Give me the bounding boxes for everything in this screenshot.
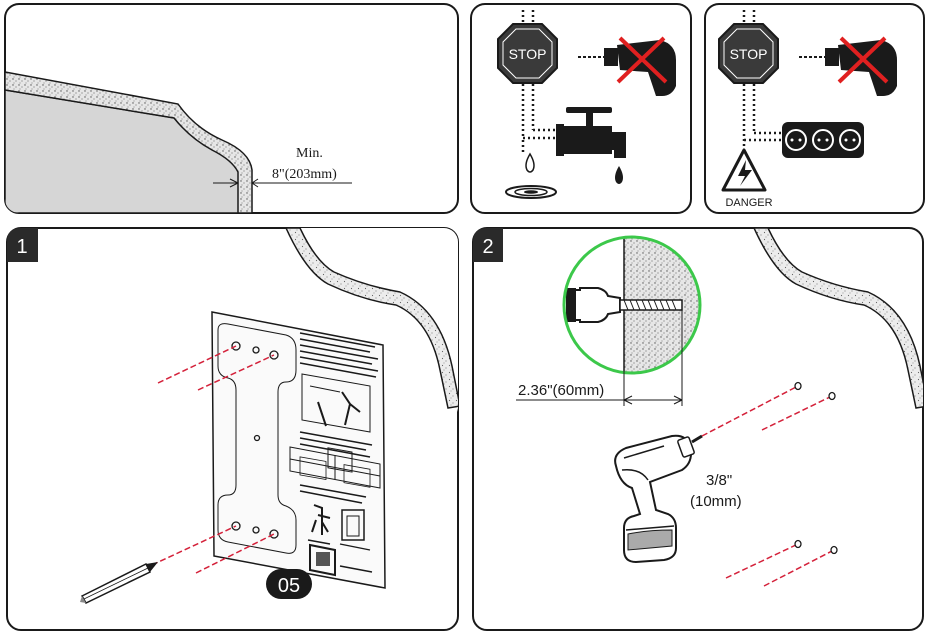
faucet-icon: [556, 107, 626, 158]
mounting-template: [211, 311, 386, 589]
dimension-arrow: [213, 178, 239, 188]
electrical-warning-panel: STOP DANGER: [704, 3, 925, 214]
drilling-guide-lines: [701, 385, 835, 587]
high-voltage-icon: [721, 148, 767, 192]
distance-label: 8"(203mm): [272, 167, 337, 182]
drill-prohibited-icon: [578, 36, 676, 96]
template-code: 05: [278, 575, 300, 597]
bit-size-label: 3/8": [706, 472, 732, 489]
drill-prohibited-icon-2: [799, 36, 897, 96]
hole-markers: [794, 381, 838, 555]
clearance-panel: Min. 8"(203mm): [4, 3, 459, 214]
step-2-number: 2: [482, 236, 493, 258]
mirror-frame-edge: [5, 71, 253, 213]
depth-magnifier: [562, 235, 702, 375]
min-label: Min.: [296, 146, 323, 161]
power-outlet-icon: [782, 122, 864, 158]
stop-sign-icon: [497, 23, 558, 84]
danger-label: DANGER: [725, 197, 772, 209]
stop-sign-icon-2: [718, 23, 779, 84]
step-2-panel: 2: [472, 227, 924, 631]
depth-label: 2.36"(60mm): [518, 382, 604, 399]
template-code-badge: [266, 569, 312, 599]
pencil-icon: [80, 562, 158, 604]
marking-guide-lines: [151, 345, 275, 574]
step-1-panel: 1: [6, 227, 459, 631]
bit-size-metric-label: (10mm): [690, 493, 742, 510]
water-drop-icon: [525, 152, 535, 173]
drill-icon: [614, 434, 703, 564]
step-1-number: 1: [16, 236, 27, 258]
stop-label-2: STOP: [730, 46, 768, 62]
stop-label: STOP: [509, 46, 547, 62]
water-warning-panel: STOP: [470, 3, 692, 214]
